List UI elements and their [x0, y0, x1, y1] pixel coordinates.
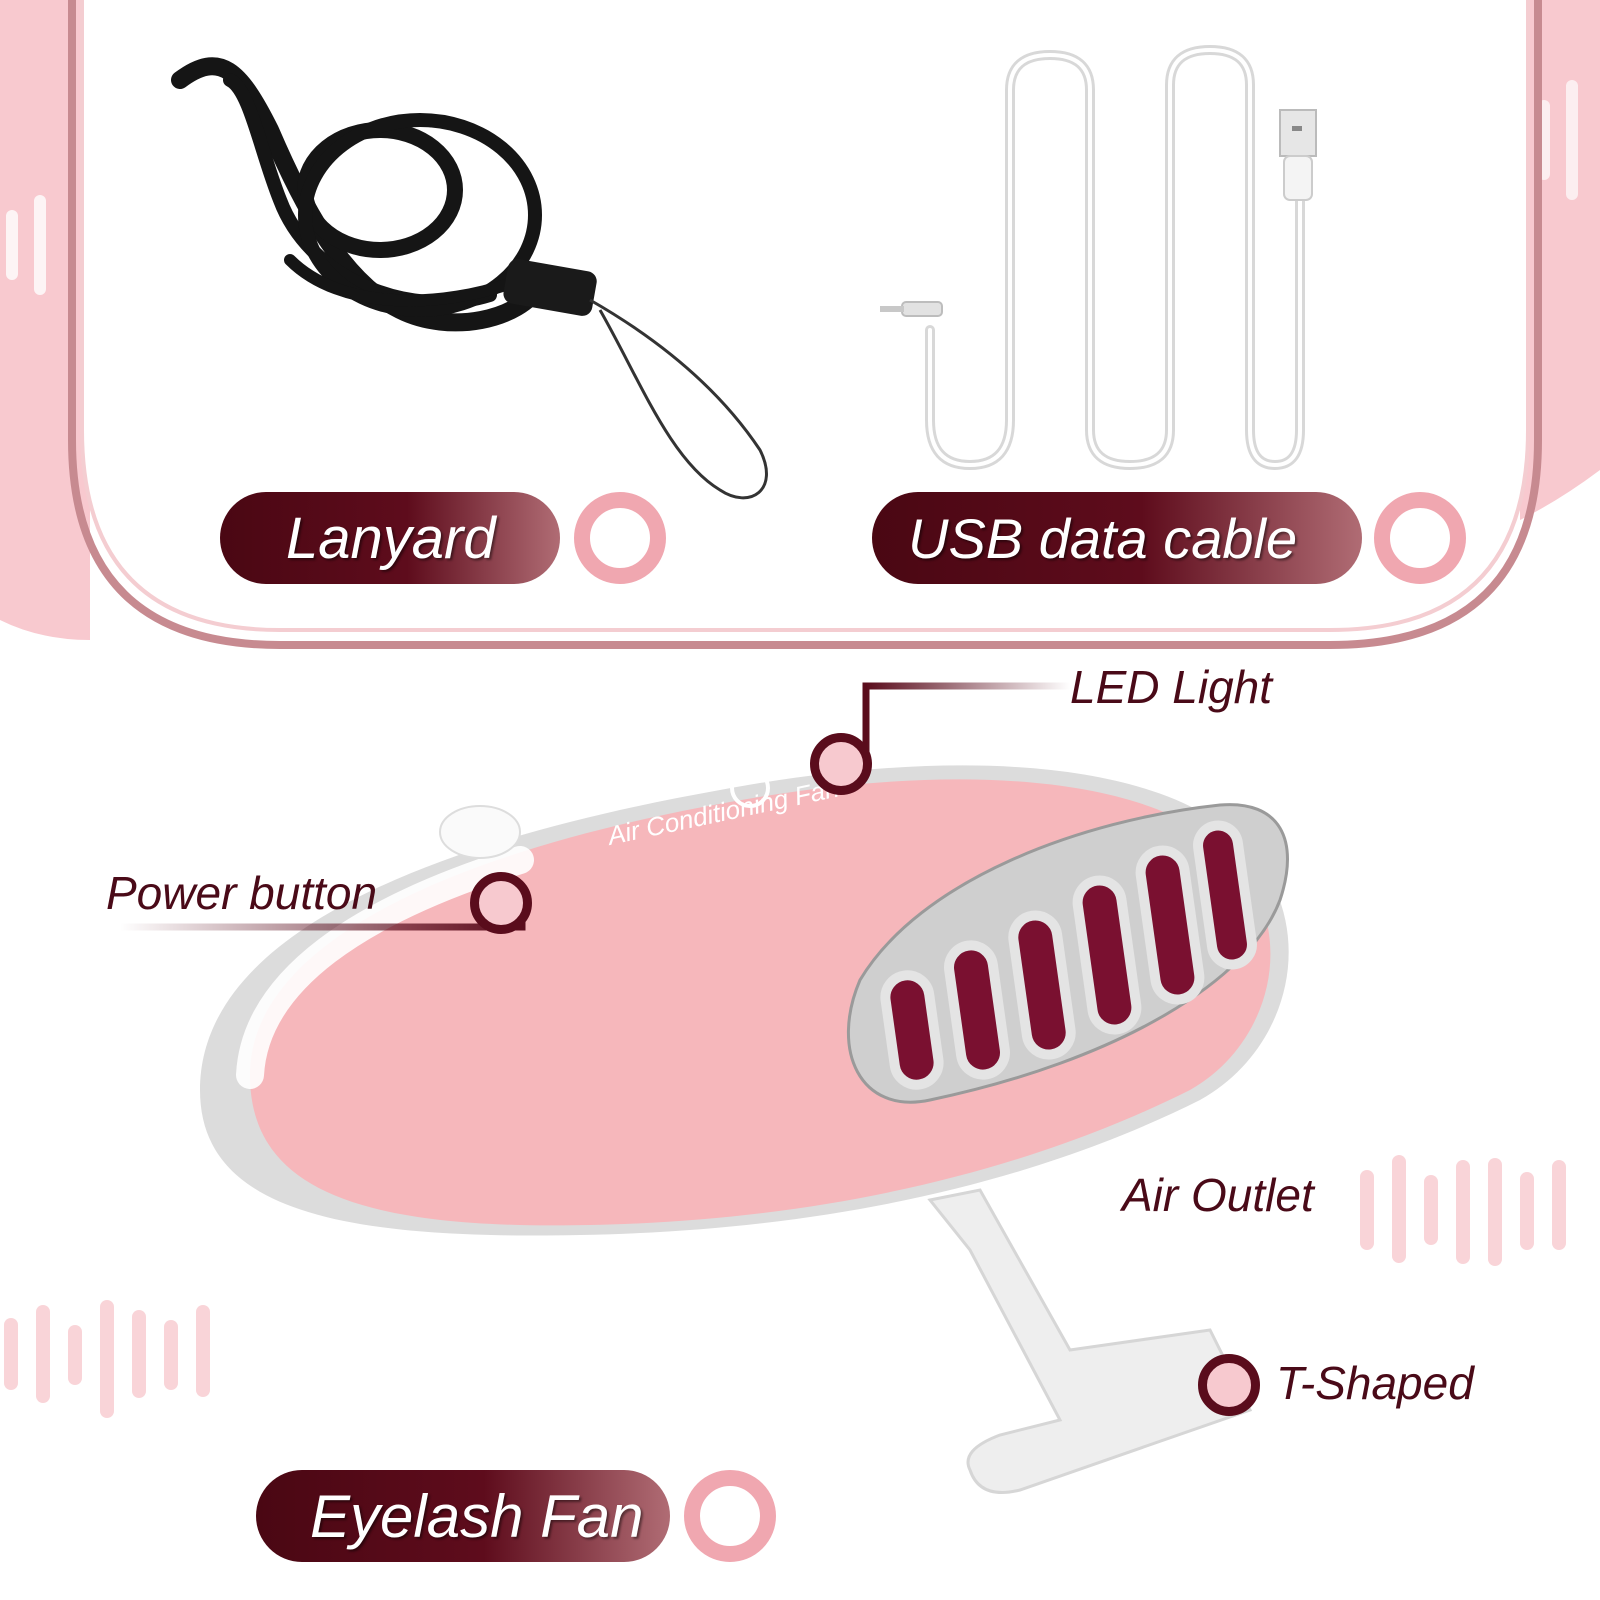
power-button-marker-icon	[470, 872, 532, 934]
lanyard-image	[171, 57, 768, 500]
air-outlet-callout: Air Outlet	[1122, 1169, 1314, 1221]
eyelash-fan-label: Eyelash Fan	[256, 1470, 670, 1562]
led-light-marker-icon	[810, 733, 872, 795]
usb-cable-label-text: USB data cable	[908, 506, 1298, 570]
eyelash-fan-ring-icon	[684, 1470, 776, 1562]
lanyard-label-text: Lanyard	[286, 505, 496, 571]
led-light-callout: LED Light	[1070, 661, 1273, 713]
usb-cable-label: USB data cable	[872, 492, 1362, 584]
t-shaped-callout: T-Shaped	[1276, 1357, 1474, 1409]
t-shaped-marker-icon	[1198, 1354, 1260, 1416]
eyelash-fan-label-text: Eyelash Fan	[310, 1482, 644, 1550]
usb-cable-image	[880, 44, 1317, 471]
lanyard-label: Lanyard	[220, 492, 560, 584]
power-button-callout: Power button	[106, 867, 378, 919]
